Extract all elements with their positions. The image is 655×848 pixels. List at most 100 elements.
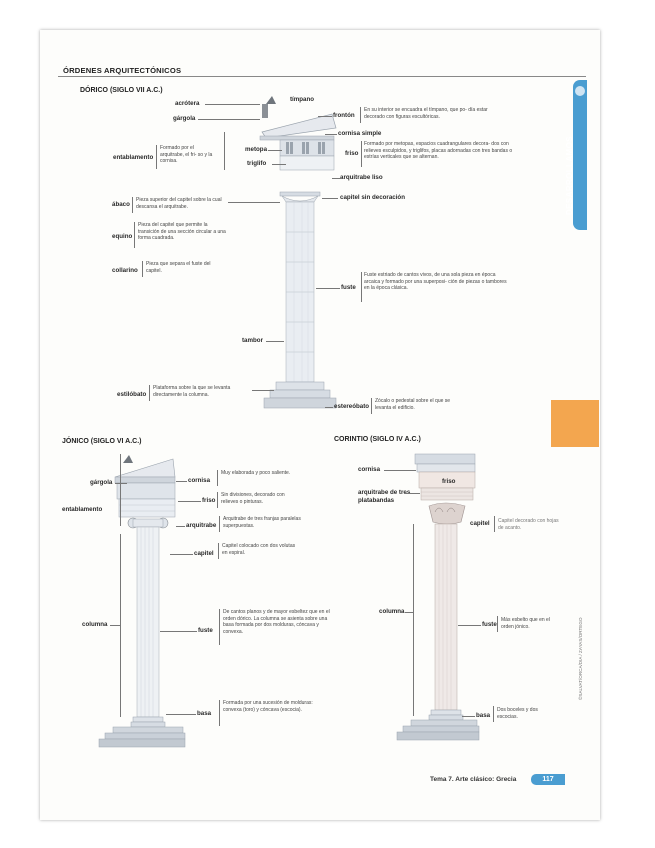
doric-label-gargola: gárgola — [173, 115, 195, 122]
bracket-line — [218, 543, 219, 559]
bracket-line — [361, 272, 362, 302]
photo-credit: ©SALVAT/ORCA/DIA / ZAYAS/ORTEGO — [578, 617, 583, 700]
bracket-line — [494, 516, 495, 532]
leader-line — [384, 470, 416, 471]
bracket-line — [413, 524, 414, 716]
doric-heading: DÓRICO (SIGLO VII A.C.) — [80, 87, 163, 94]
corinthian-label-arquitrabe: arquitrabe de tres platabandas — [358, 489, 418, 505]
bracket-line — [156, 145, 157, 169]
doric-label-friso: friso — [345, 150, 358, 157]
leader-line — [110, 625, 120, 626]
leader-line — [322, 198, 338, 199]
doric-label-arquitrabe: arquitrabe liso — [340, 174, 383, 181]
ionic-label-arquitrabe: arquitrabe — [186, 522, 216, 529]
ionic-label-cornisa: cornisa — [188, 477, 210, 484]
page-title: ÓRDENES ARQUITECTÓNICOS — [63, 66, 181, 75]
leader-line — [458, 625, 481, 626]
bracket-line — [224, 132, 225, 170]
ionic-heading: JÓNICO (SIGLO VI A.C.) — [62, 438, 141, 445]
doric-desc-fronton: En su interior se encuadra el tímpano, q… — [364, 107, 504, 120]
doric-desc-entablamento: Formado por el arquitrabe, el fri- so y … — [160, 145, 218, 165]
leader-line — [205, 104, 260, 105]
leader-line — [325, 134, 337, 135]
corinthian-desc-fuste: Más esbelto que en el orden jónico. — [501, 617, 563, 630]
corinthian-desc-capitel: Capitel decorado con hojas de acanto. — [498, 518, 564, 531]
corinthian-label-columna: columna — [379, 608, 404, 615]
tab-dot-icon — [575, 86, 585, 96]
leader-line — [160, 631, 197, 632]
leader-line — [405, 612, 413, 613]
ionic-column-illustration — [95, 455, 185, 750]
leader-line — [316, 288, 340, 289]
bracket-line — [219, 609, 220, 645]
leader-line — [198, 119, 260, 120]
leader-line — [462, 716, 475, 717]
leader-line — [318, 116, 332, 117]
bracket-line — [120, 534, 121, 717]
doric-label-triglifo: triglifo — [247, 160, 266, 167]
leader-line — [166, 714, 196, 715]
ionic-desc-cornisa: Muy elaborada y poco saliente. — [221, 470, 291, 477]
doric-desc-fuste: Fuste estriado de cantos vivos, de una s… — [364, 272, 509, 292]
bracket-line — [361, 141, 362, 167]
page-number: 117 — [531, 774, 565, 785]
doric-label-fuste: fuste — [341, 284, 356, 291]
bracket-line — [217, 492, 218, 508]
doric-desc-friso: Formado por metopas, espacios cuadrangul… — [364, 141, 514, 161]
ionic-label-fuste: fuste — [198, 627, 213, 634]
doric-label-timpano: tímpano — [290, 96, 314, 103]
doric-label-acrotera: acrótera — [175, 100, 199, 107]
corinthian-label-basa: basa — [476, 712, 490, 719]
bracket-line — [132, 197, 133, 213]
doric-label-cornisa: cornisa simple — [338, 130, 381, 137]
ionic-desc-fuste: De cantos planos y de mayor esbeltez que… — [223, 609, 335, 635]
orange-marker — [551, 400, 599, 447]
doric-label-estilobato: estilóbato — [117, 391, 146, 398]
leader-line — [228, 202, 280, 203]
doric-column-illustration — [250, 92, 350, 422]
leader-line — [272, 164, 286, 165]
leader-line — [252, 390, 274, 391]
bracket-line — [134, 222, 135, 248]
doric-label-collarino: collarino — [112, 267, 138, 274]
leader-line — [332, 178, 340, 179]
leader-line — [115, 483, 127, 484]
doric-desc-estereobato: Zócalo o pedestal sobre el que se levant… — [375, 398, 465, 411]
leader-line — [268, 150, 282, 151]
bracket-line — [360, 107, 361, 123]
bracket-line — [142, 261, 143, 277]
bracket-line — [217, 470, 218, 486]
doric-label-entablamento: entablamento — [113, 154, 153, 161]
ionic-label-columna: columna — [82, 621, 107, 628]
doric-label-capitel: capitel sin decoración — [340, 194, 405, 201]
doric-label-tambor: tambor — [242, 337, 263, 344]
doric-label-equino: equino — [112, 233, 132, 240]
corinthian-label-friso: friso — [442, 478, 455, 485]
ionic-label-friso: friso — [202, 497, 215, 504]
ionic-desc-friso: Sin divisiones, decorado con relieves o … — [221, 492, 301, 505]
ionic-label-basa: basa — [197, 710, 211, 717]
doric-label-metopa: metopa — [245, 146, 267, 153]
bracket-line — [497, 616, 498, 632]
doric-desc-abaco: Pieza superior del capitel sobre la cual… — [136, 197, 226, 210]
leader-line — [176, 526, 185, 527]
bracket-line — [219, 516, 220, 532]
ionic-desc-arquitrabe: Arquitrabe de tres franjas paralelas sup… — [223, 516, 311, 529]
corinthian-label-capitel: capitel — [470, 520, 490, 527]
corinthian-heading: CORINTIO (SIGLO IV A.C.) — [334, 436, 421, 443]
leader-line — [404, 493, 420, 494]
doric-label-estereobato: estereóbato — [334, 403, 369, 410]
ionic-desc-capitel: Capitel colocado con dos volutas en espi… — [222, 543, 302, 556]
doric-label-fronton: frontón — [333, 112, 355, 119]
ionic-label-capitel: capitel — [194, 550, 214, 557]
bracket-line — [120, 454, 121, 526]
side-tab — [573, 80, 587, 230]
corinthian-desc-basa: Dos boceles y dos escocias. — [497, 707, 557, 720]
side-tab-label: DESARROLLAMOS — [565, 75, 574, 215]
corinthian-label-fuste: fuste — [482, 621, 497, 628]
leader-line — [178, 501, 201, 502]
ionic-desc-basa: Formada por una sucesión de molduras: co… — [223, 700, 315, 713]
title-rule — [58, 76, 586, 77]
ionic-label-entablamento: entablamento — [62, 506, 102, 513]
leader-line — [170, 554, 193, 555]
